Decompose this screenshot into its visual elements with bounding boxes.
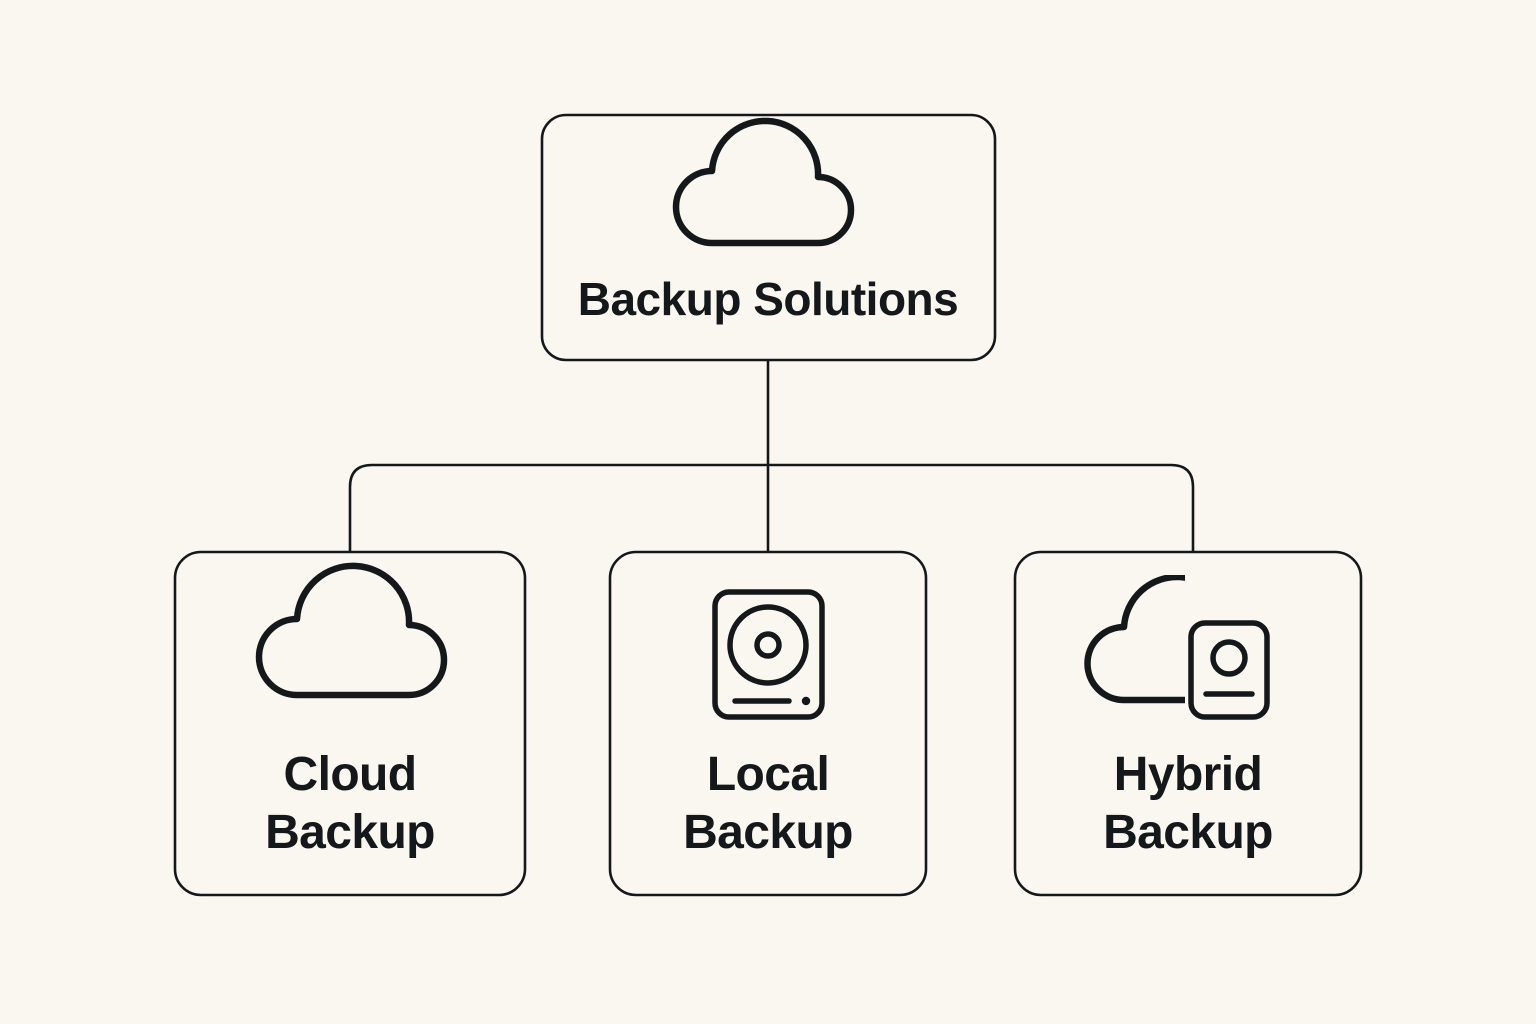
hard-drive-led [801, 696, 811, 706]
drive-indicator [1210, 639, 1248, 677]
node-cloud-backup-label-line1: Cloud [284, 748, 417, 801]
cloud-icon [1084, 575, 1185, 704]
hard-drive-icon [712, 589, 825, 720]
node-backup-solutions-box[interactable] [540, 113, 997, 362]
node-local-backup-label-line2: Backup [683, 806, 853, 859]
drive-body [1188, 620, 1270, 720]
cloud-icon [672, 117, 855, 247]
node-cloud-backup-box[interactable] [173, 550, 527, 897]
drive-icon [1188, 620, 1270, 720]
hard-drive-spindle [754, 631, 782, 659]
hard-drive-platter [727, 604, 809, 686]
node-cloud-backup[interactable]: Cloud Backup [173, 550, 527, 897]
node-hybrid-backup-label-line1: Hybrid [1114, 748, 1262, 801]
node-hybrid-backup-box[interactable] [1013, 550, 1363, 897]
connector-group [348, 360, 1195, 552]
node-backup-solutions[interactable]: Backup Solutions [540, 113, 997, 362]
node-local-backup-box[interactable] [608, 550, 928, 897]
connector-bus-right [768, 463, 1195, 552]
node-local-backup[interactable]: Local Backup [608, 550, 928, 897]
node-hybrid-backup[interactable]: Hybrid Backup [1013, 550, 1363, 897]
connector-bus-left [348, 463, 768, 552]
hard-drive-body [712, 589, 825, 720]
node-hybrid-backup-label-line2: Backup [1103, 806, 1273, 859]
node-backup-solutions-label: Backup Solutions [578, 273, 958, 325]
cloud-drive-icon [1084, 575, 1270, 720]
node-local-backup-label-line1: Local [707, 748, 829, 801]
node-cloud-backup-label-line2: Backup [265, 806, 435, 859]
cloud-icon [255, 562, 448, 699]
